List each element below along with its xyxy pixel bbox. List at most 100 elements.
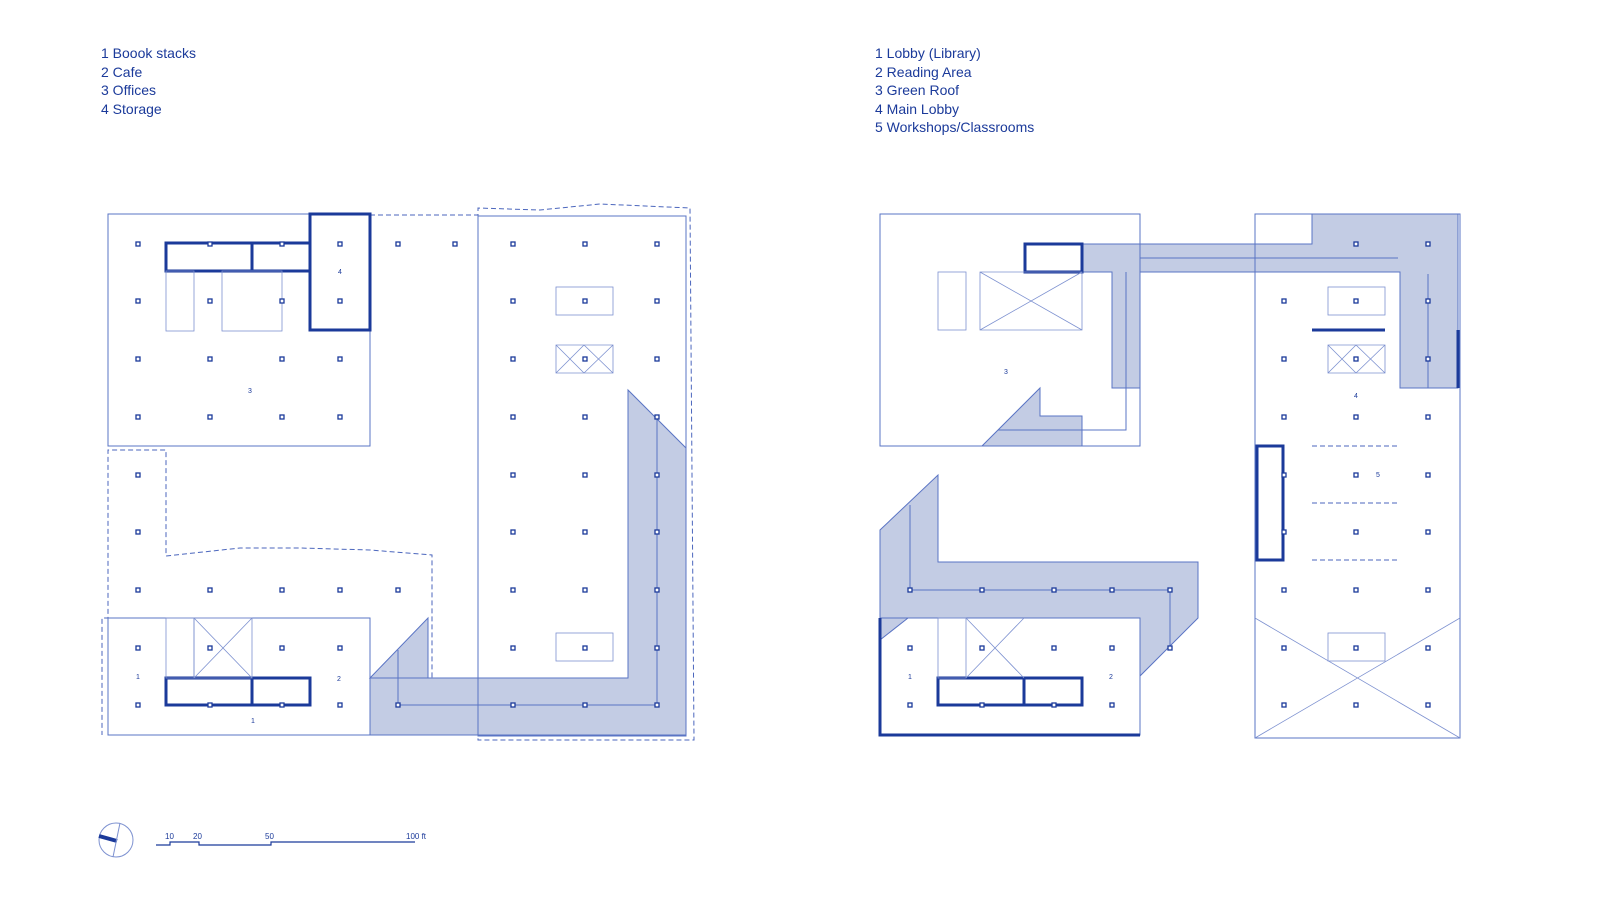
main-lobby-block [1254, 213, 1461, 739]
structural-column [582, 587, 588, 593]
structural-column [510, 702, 516, 708]
structural-column [907, 702, 913, 708]
core-walls [164, 676, 254, 707]
structural-column [582, 298, 588, 304]
structural-column [1353, 356, 1359, 362]
structural-column [1353, 645, 1359, 651]
scale-label: 50 [265, 832, 274, 841]
core-walls [164, 241, 254, 273]
room-label: 3 [1004, 369, 1008, 376]
structural-column [135, 645, 141, 651]
structural-column [1425, 414, 1431, 420]
structural-column [1425, 472, 1431, 478]
elevator [937, 271, 967, 331]
room-label: 1 [136, 674, 140, 681]
structural-column [510, 414, 516, 420]
legend-item: 4 Storage [101, 100, 162, 117]
structural-column [979, 702, 985, 708]
circulation-arrow [397, 416, 658, 706]
legend-item: 1 Boook stacks [101, 45, 196, 61]
scale-label: 20 [193, 832, 202, 841]
structural-column [395, 587, 401, 593]
structural-column [1281, 529, 1287, 535]
structural-column [452, 241, 458, 247]
structural-column [207, 241, 213, 247]
structural-column [1425, 702, 1431, 708]
structural-column [395, 702, 401, 708]
structural-column [1353, 241, 1359, 247]
structural-column [207, 645, 213, 651]
structural-column [1109, 645, 1115, 651]
structural-column [1109, 587, 1115, 593]
structural-column [395, 241, 401, 247]
structural-column [337, 298, 343, 304]
structural-column [1281, 472, 1287, 478]
structural-column [510, 587, 516, 593]
structural-column [207, 587, 213, 593]
structural-column [654, 645, 660, 651]
structural-column [979, 587, 985, 593]
structural-column [135, 472, 141, 478]
open-to-below [965, 617, 1025, 679]
structural-column [1281, 298, 1287, 304]
structural-column [1281, 587, 1287, 593]
structural-column [1167, 587, 1173, 593]
structural-column [135, 702, 141, 708]
structural-column [979, 645, 985, 651]
legend-item: 2 Reading Area [875, 63, 972, 80]
structural-column [654, 529, 660, 535]
structural-column [510, 356, 516, 362]
structural-column [654, 472, 660, 478]
structural-column [1281, 414, 1287, 420]
room-label: 2 [337, 676, 341, 683]
room-label: 4 [1354, 393, 1358, 400]
lobby-walls [1312, 328, 1460, 388]
structural-column [279, 645, 285, 651]
structural-column [582, 472, 588, 478]
legend-lower-level: 1 Boook stacks 2 Cafe 3 Offices 4 Storag… [101, 44, 196, 118]
stair-walls [250, 241, 312, 273]
structural-column [279, 241, 285, 247]
structural-column [510, 241, 516, 247]
structural-column [654, 414, 660, 420]
structural-column [1425, 645, 1431, 651]
left-floor-plan: 4 3 1 1 2 [101, 203, 695, 741]
structural-column [135, 241, 141, 247]
legend-item: 3 Green Roof [875, 82, 960, 99]
structural-column [279, 298, 285, 304]
structural-column [135, 529, 141, 535]
stair [1327, 286, 1386, 316]
structural-column [1425, 587, 1431, 593]
structural-column [337, 587, 343, 593]
legend-item: 4 Main Lobby [875, 100, 960, 117]
legend-upper-level: 1 Lobby (Library) 2 Reading Area 3 Green… [875, 44, 1034, 137]
structural-column [1281, 645, 1287, 651]
structural-column [582, 645, 588, 651]
legend-item: 1 Lobby (Library) [875, 45, 981, 61]
structural-column [582, 356, 588, 362]
stair [555, 632, 614, 662]
structural-column [907, 645, 913, 651]
structural-column [510, 298, 516, 304]
structural-column [1353, 414, 1359, 420]
elevators [555, 344, 614, 374]
open-to-below [193, 617, 253, 679]
open-to-below [1254, 617, 1461, 739]
scale-label: 10 [165, 832, 174, 841]
open-to-below [979, 271, 1083, 331]
lower-bridge-shaded [879, 473, 1199, 678]
structural-column [510, 472, 516, 478]
structural-column [1109, 702, 1115, 708]
structural-column [135, 414, 141, 420]
stair-walls [1023, 242, 1084, 274]
room-label: 4 [338, 269, 342, 276]
structural-column [510, 529, 516, 535]
core-walls [936, 676, 1026, 707]
structural-column [337, 645, 343, 651]
stair [1327, 632, 1386, 662]
structural-column [1051, 702, 1057, 708]
scale-label: 100 ft [406, 832, 427, 841]
structural-column [207, 356, 213, 362]
structural-column [337, 414, 343, 420]
